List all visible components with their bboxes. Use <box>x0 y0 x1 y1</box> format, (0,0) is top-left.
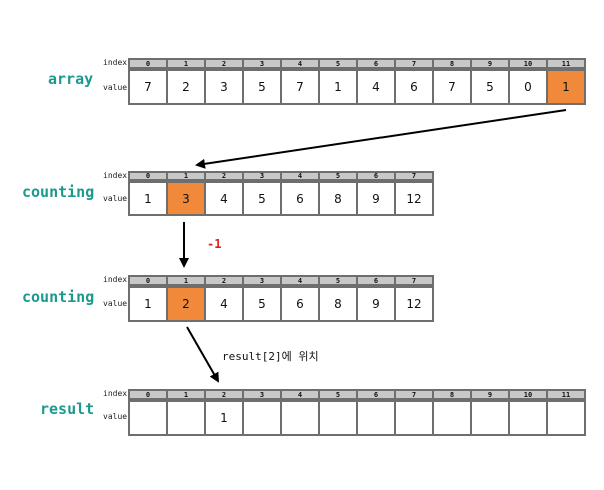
array-to-counting-arrow <box>195 109 567 169</box>
counting1-index-cell: 7 <box>394 171 434 181</box>
counting-title-2: counting <box>22 288 95 306</box>
counting1-value-cell: 6 <box>280 181 320 216</box>
array-value-label: value <box>103 83 128 92</box>
counting2-value-cell: 9 <box>356 286 396 322</box>
counting1-index-label: index <box>103 171 128 180</box>
array-value-cell: 4 <box>356 69 396 105</box>
counting2-value-cell: 1 <box>128 286 168 322</box>
array-value-cell: 7 <box>128 69 168 105</box>
array-title: array <box>48 70 94 88</box>
array-value-cell: 1 <box>318 69 358 105</box>
array-index-cell: 11 <box>546 58 586 69</box>
result-value-cell <box>394 400 434 436</box>
counting2-value-cell: 4 <box>204 286 244 322</box>
result-value-cell <box>166 400 206 436</box>
result-value-cell <box>280 400 320 436</box>
counting1-value-cell: 5 <box>242 181 282 216</box>
result-value-cell: 1 <box>204 400 244 436</box>
array-value-cell: 7 <box>432 69 472 105</box>
counting1-value-label: value <box>103 194 128 203</box>
counting2-index-label: index <box>103 275 128 284</box>
counting1-value-cell: 9 <box>356 181 396 216</box>
counting2-value-label: value <box>103 299 128 308</box>
result-value-cell <box>242 400 282 436</box>
array-value-cell: 5 <box>242 69 282 105</box>
array-value-cell: 2 <box>166 69 206 105</box>
result-value-label: value <box>103 412 128 421</box>
array-value-cell: 0 <box>508 69 548 105</box>
result-index-label: index <box>103 389 128 398</box>
result-value-cell <box>470 400 510 436</box>
result-value-cell <box>356 400 396 436</box>
array-value-cell: 1 <box>546 69 586 105</box>
placement-arrow <box>186 326 219 383</box>
result-index-cell: 11 <box>546 389 586 400</box>
decrement-annotation: -1 <box>207 237 222 251</box>
placement-annotation: result[2]에 위치 <box>222 350 319 363</box>
array-value-cell: 7 <box>280 69 320 105</box>
result-value-cell <box>546 400 586 436</box>
counting1-value-cell: 8 <box>318 181 358 216</box>
array-value-cell: 6 <box>394 69 434 105</box>
array-value-cell: 5 <box>470 69 510 105</box>
result-title: result <box>40 400 95 418</box>
result-value-cell <box>318 400 358 436</box>
counting2-index-cell: 7 <box>394 275 434 286</box>
counting1-value-cell: 12 <box>394 181 434 216</box>
counting2-value-cell: 12 <box>394 286 434 322</box>
counting-title-1: counting <box>22 183 95 201</box>
array-index-label: index <box>103 58 128 67</box>
